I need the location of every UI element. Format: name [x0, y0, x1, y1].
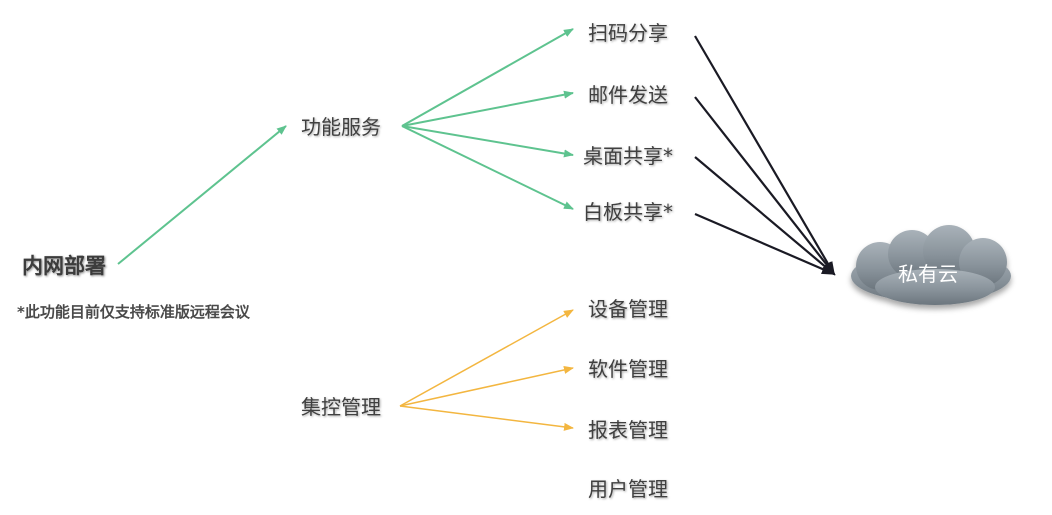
services-item-4: 白板共享* [583, 200, 673, 224]
management-to-item-1-arrow [399, 309, 574, 407]
services-item-3: 桌面共享* [583, 144, 673, 168]
services-to-item-1-arrow [401, 28, 574, 127]
item-1-to-cloud-arrow [694, 35, 836, 276]
services-to-item-2-arrow [401, 90, 574, 127]
management-to-item-3-arrow [399, 405, 574, 431]
services-item-2: 邮件发送 [588, 83, 668, 107]
item-4-to-cloud-arrow [694, 212, 836, 276]
root-note: *此功能目前仅支持标准版远程会议 [17, 303, 251, 321]
management-item-1: 设备管理 [588, 297, 668, 321]
management-item-2: 软件管理 [588, 357, 668, 381]
management-item-3: 报表管理 [588, 418, 668, 442]
root-to-services-arrow [117, 125, 287, 265]
private-cloud-shape [851, 225, 1011, 305]
services-item-1: 扫码分享 [588, 21, 668, 45]
item-2-to-cloud-arrow [694, 96, 836, 276]
services-branch-label: 功能服务 [301, 115, 381, 139]
management-to-item-2-arrow [399, 366, 574, 407]
private-cloud-label: 私有云 [898, 262, 958, 286]
management-branch-label: 集控管理 [301, 395, 381, 419]
root-label: 内网部署 [22, 254, 106, 278]
services-to-item-3-arrow [401, 125, 574, 158]
services-to-item-4-arrow [401, 125, 574, 210]
management-item-4: 用户管理 [588, 477, 668, 501]
item-3-to-cloud-arrow [694, 156, 836, 276]
